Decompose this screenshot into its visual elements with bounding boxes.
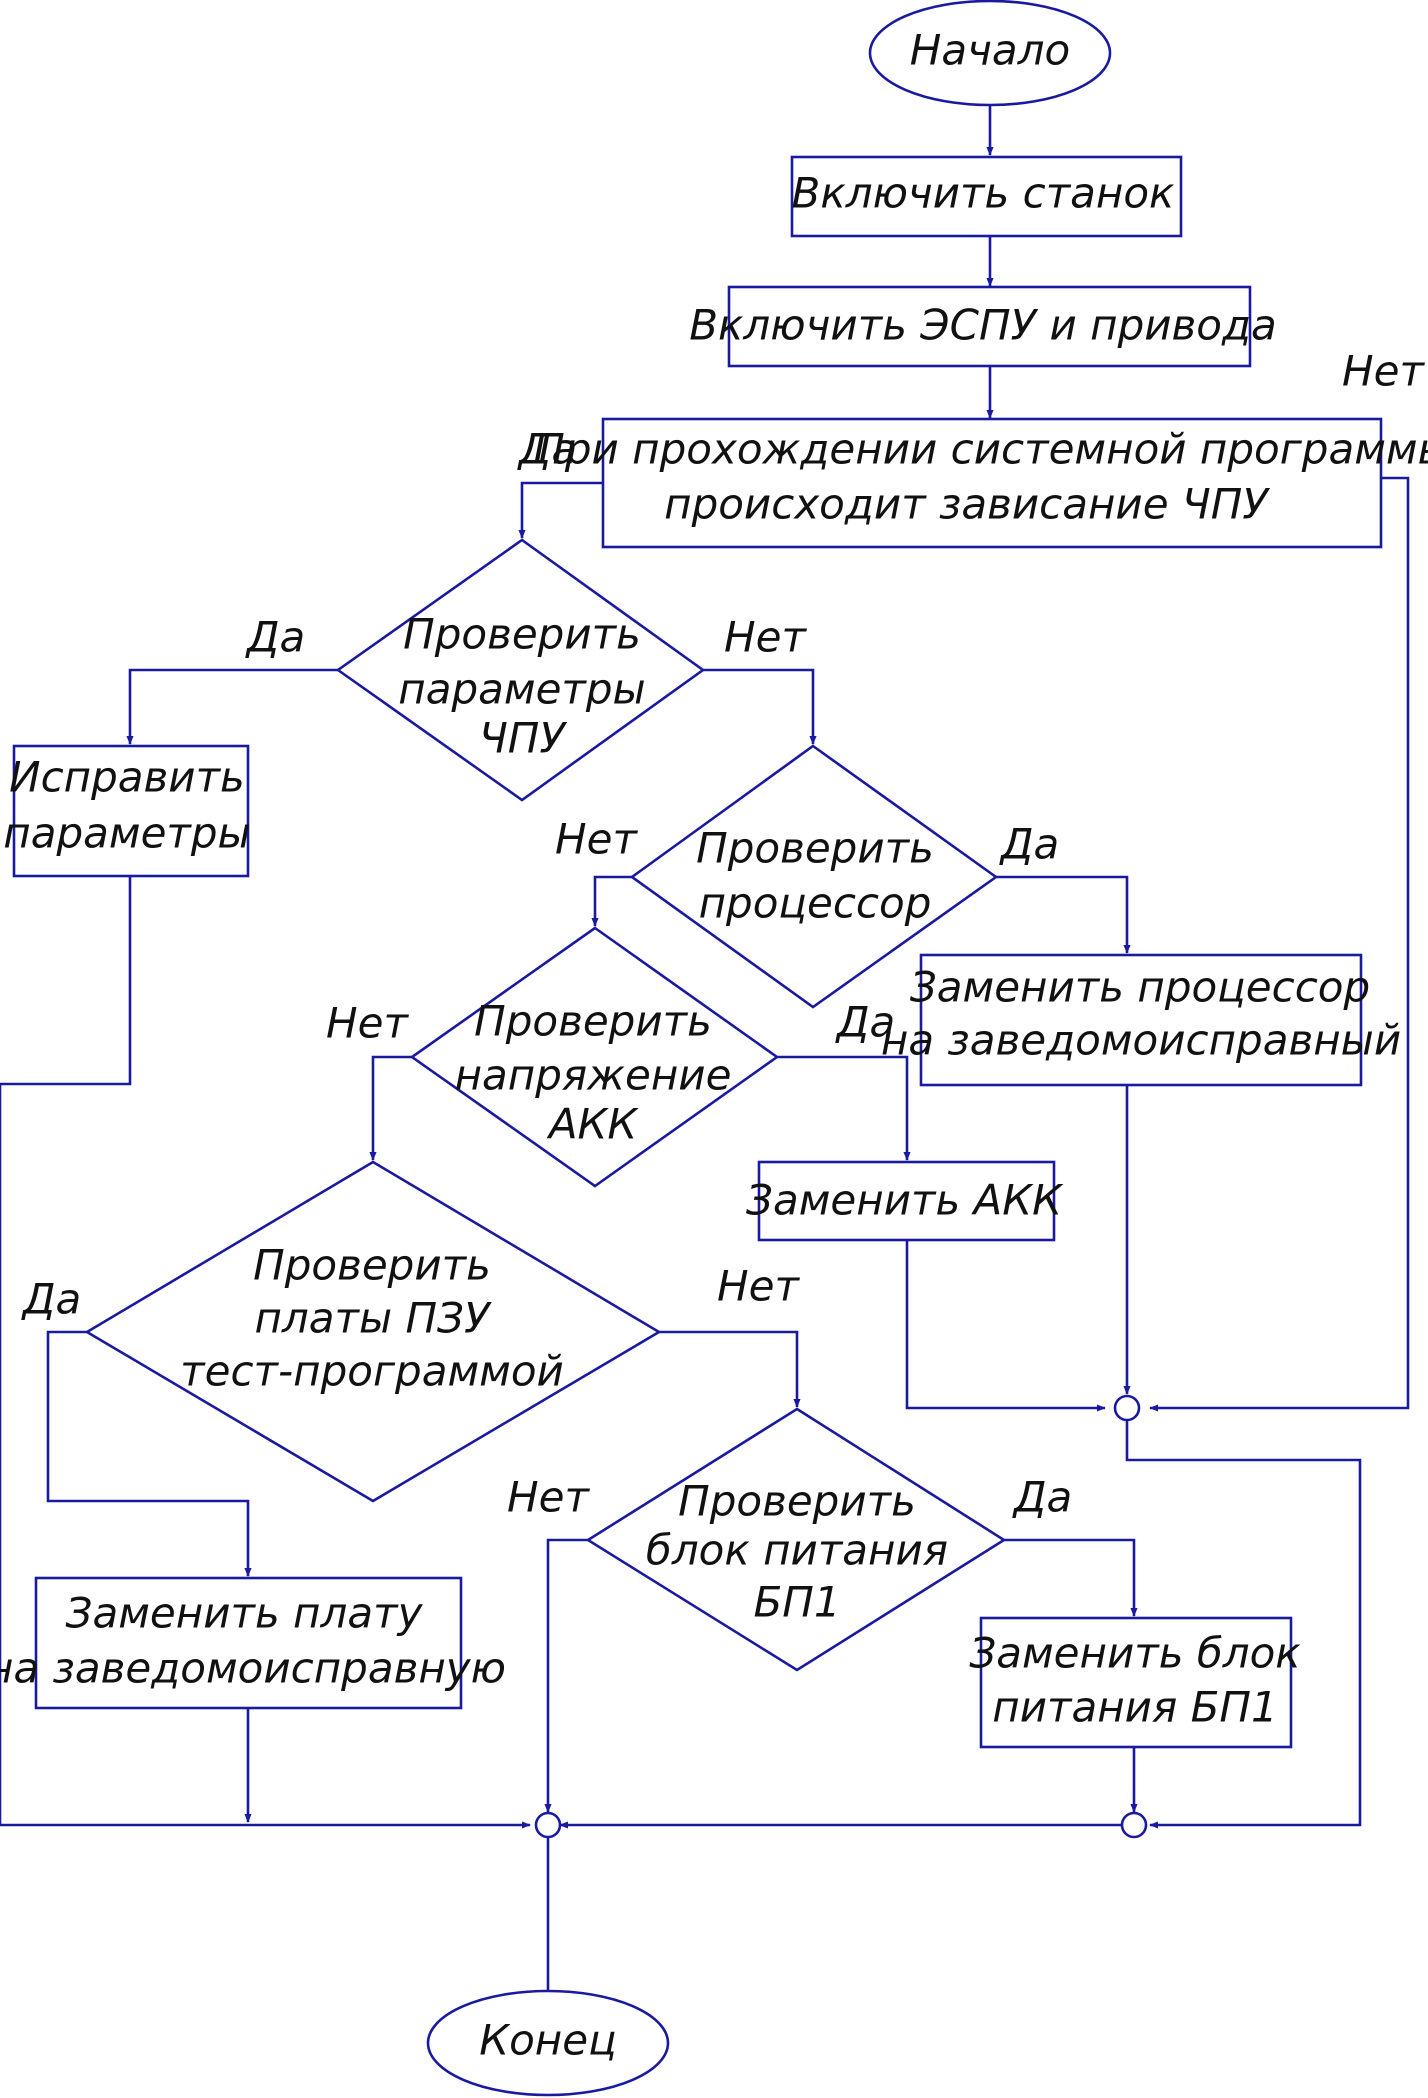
edge-akk-no: [369, 1055, 412, 1161]
edge-hang-no: [1149, 476, 1410, 1412]
end-terminal: Конец: [426, 1989, 670, 2097]
replace-board-box: Заменить плату на заведомоисправную: [0, 1576, 506, 1710]
edge-params-no: [703, 668, 817, 745]
junction-bottom-right: [1120, 1811, 1148, 1839]
check-psu-diamond: Проверить блок питания БП1: [585, 1407, 1007, 1672]
replace-psu-line-2: питания БП1: [992, 1683, 1277, 1732]
check-cpu-diamond: Проверить процессор: [629, 744, 999, 1009]
edge-cpu-yes: [996, 875, 1131, 954]
edge-cpu-no: [591, 875, 632, 927]
espu-on-box: Включить ЭСПУ и привода: [689, 285, 1277, 368]
edge-akk-yes: [777, 1055, 911, 1161]
check-pzu-diamond: Проверить платы ПЗУ тест-программой: [84, 1160, 662, 1503]
check-params-line-2: параметры: [398, 665, 645, 714]
start-label: Начало: [910, 26, 1070, 75]
start-terminal: Начало: [868, 0, 1112, 107]
edge-junction-right-out: [1125, 1420, 1362, 1829]
fix-params-line-2: параметры: [3, 809, 250, 858]
hang-check-line-2: происходит зависание ЧПУ: [664, 480, 1270, 529]
check-pzu-line-3: тест-программой: [180, 1347, 564, 1396]
check-psu-line-3: БП1: [753, 1578, 840, 1627]
check-akk-line-3: АКК: [546, 1100, 640, 1149]
check-pzu-line-2: платы ПЗУ: [254, 1294, 492, 1343]
check-params-line-1: Проверить: [403, 610, 641, 659]
junction-right: [1113, 1394, 1141, 1422]
end-label: Конец: [479, 2016, 616, 2065]
pzu-no-label: Нет: [717, 1262, 800, 1311]
power-on-label: Включить станок: [792, 169, 1176, 218]
junction-bottom-left: [534, 1811, 562, 1839]
replace-cpu-box: Заменить процессор на заведомоисправный: [881, 953, 1401, 1087]
check-cpu-line-1: Проверить: [696, 824, 934, 873]
check-psu-line-2: блок питания: [646, 1526, 948, 1575]
check-params-line-3: ЧПУ: [479, 714, 567, 763]
hang-check-line-1: При прохождении системной программы: [533, 425, 1428, 474]
edge-fix-params-down: [0, 876, 531, 1829]
connectors: [0, 106, 1410, 2025]
akk-no-label: Нет: [326, 999, 409, 1048]
cpu-yes-label: Да: [999, 820, 1060, 869]
espu-on-label: Включить ЭСПУ и привода: [689, 301, 1277, 350]
replace-cpu-line-2: на заведомоисправный: [881, 1016, 1401, 1065]
replace-board-line-1: Заменить плату: [66, 1589, 424, 1638]
hang-yes-label: Да: [517, 425, 578, 474]
pzu-yes-label: Да: [21, 1275, 82, 1324]
edge-psu-yes: [1004, 1538, 1138, 1617]
hang-no-label: Нет: [1342, 347, 1425, 396]
psu-no-label: Нет: [507, 1473, 590, 1522]
check-psu-line-1: Проверить: [678, 1477, 916, 1526]
check-params-diamond: Проверить параметры ЧПУ: [335, 538, 706, 802]
check-pzu-line-1: Проверить: [253, 1241, 491, 1290]
edge-replace-akk-down: [905, 1240, 1106, 1412]
power-on-box: Включить станок: [790, 155, 1183, 238]
replace-psu-line-1: Заменить блок: [969, 1629, 1301, 1678]
params-yes-label: Да: [245, 613, 306, 662]
psu-yes-label: Да: [1012, 1473, 1073, 1522]
fix-params-line-1: Исправить: [9, 753, 245, 802]
replace-akk-label: Заменить АКК: [746, 1176, 1064, 1225]
edge-params-yes: [126, 668, 338, 745]
params-no-label: Нет: [724, 613, 807, 662]
edge-psu-no: [544, 1538, 588, 1813]
edge-pzu-yes: [46, 1330, 252, 1577]
cpu-no-label: Нет: [555, 815, 638, 864]
check-akk-diamond: Проверить напряжение АКК: [409, 926, 780, 1188]
edge-pzu-no: [659, 1330, 801, 1408]
edge-hang-yes: [518, 481, 603, 539]
hang-check-box: При прохождении системной программы прои…: [533, 417, 1428, 549]
replace-akk-box: Заменить АКК: [746, 1160, 1064, 1242]
replace-board-line-2: на заведомоисправную: [0, 1644, 506, 1693]
fix-params-box: Исправить параметры: [3, 744, 251, 878]
check-cpu-line-2: процессор: [699, 879, 932, 928]
akk-yes-label: Да: [835, 998, 896, 1047]
replace-cpu-line-1: Заменить процессор: [910, 963, 1370, 1012]
check-akk-line-1: Проверить: [474, 997, 712, 1046]
replace-psu-box: Заменить блок питания БП1: [969, 1616, 1301, 1749]
check-akk-line-2: напряжение: [455, 1051, 732, 1100]
